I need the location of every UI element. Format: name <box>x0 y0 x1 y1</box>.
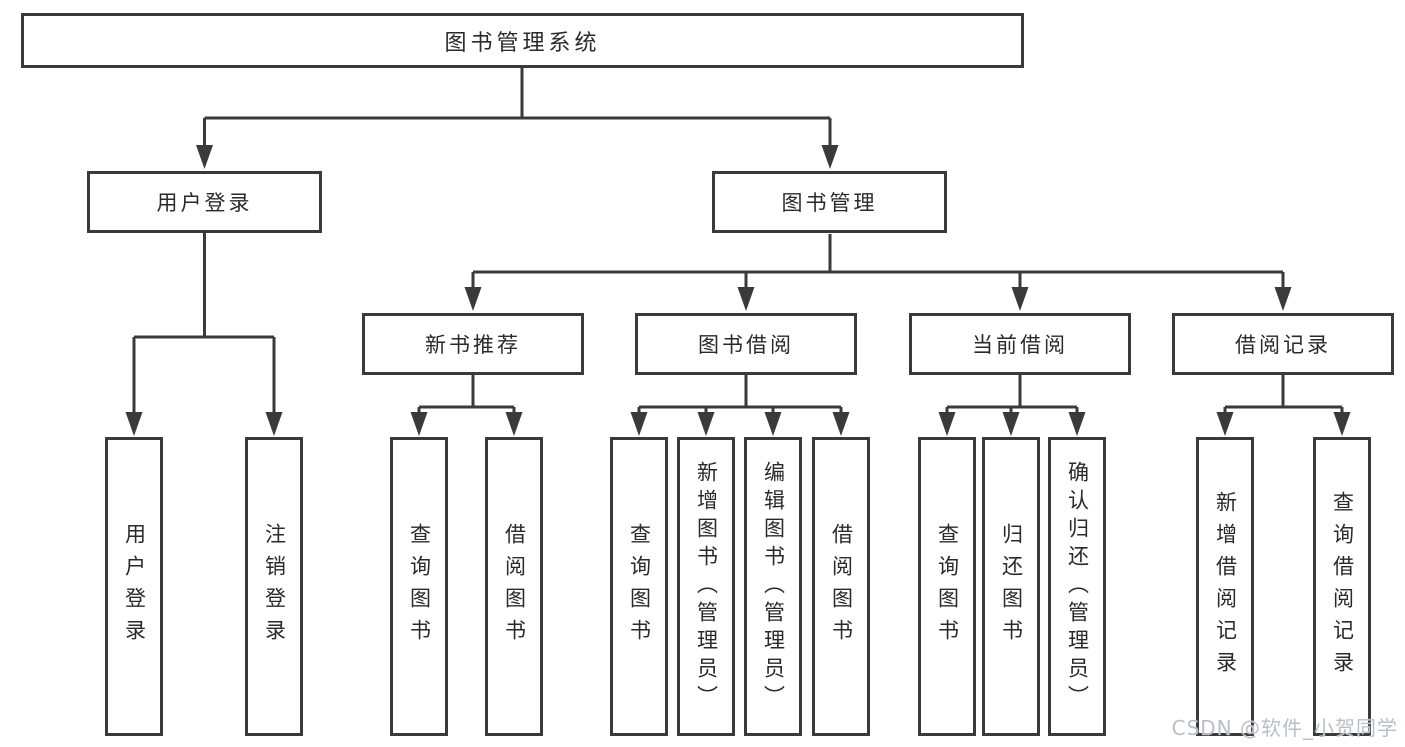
leaf-user-login-label: 用户登录 <box>122 522 147 651</box>
leaf-nb-borrow-book: 借阅图书 <box>485 437 543 736</box>
connector-user-login-branch <box>125 233 283 436</box>
node-user-login-label: 用户登录 <box>156 191 253 215</box>
leaf-cb-confirm-return-label: 确认归还（管理员） <box>1065 460 1090 713</box>
leaf-cb-query-book: 查询图书 <box>918 437 976 736</box>
node-borrow-records: 借阅记录 <box>1172 313 1394 375</box>
leaf-cb-return-book: 归还图书 <box>982 437 1040 736</box>
node-book-borrow-label: 图书借阅 <box>698 333 794 357</box>
node-new-book-rec-label: 新书推荐 <box>425 333 521 357</box>
node-root: 图书管理系统 <box>21 13 1024 68</box>
leaf-logout: 注销登录 <box>245 437 303 736</box>
leaf-bb-query-book: 查询图书 <box>610 437 668 736</box>
leaf-br-add-record-label: 新增借阅记录 <box>1213 490 1238 683</box>
connector-borrow-records-branch <box>1216 375 1351 436</box>
connector-new-book-branch <box>410 375 523 436</box>
node-book-borrow: 图书借阅 <box>635 313 857 375</box>
leaf-bb-borrow-book-label: 借阅图书 <box>829 522 854 651</box>
leaf-cb-query-book-label: 查询图书 <box>935 522 960 651</box>
leaf-bb-edit-book: 编辑图书（管理员） <box>744 437 802 736</box>
connector-book-borrow-branch <box>630 375 850 436</box>
node-current-borrow: 当前借阅 <box>909 313 1131 375</box>
leaf-nb-query-book-label: 查询图书 <box>407 522 432 651</box>
node-root-label: 图书管理系统 <box>444 30 601 56</box>
node-borrow-records-label: 借阅记录 <box>1235 333 1331 357</box>
connector-current-borrow-branch <box>938 375 1086 436</box>
leaf-bb-query-book-label: 查询图书 <box>627 522 652 651</box>
leaf-bb-edit-book-label: 编辑图书（管理员） <box>761 460 786 713</box>
leaf-user-login: 用户登录 <box>105 437 163 736</box>
leaf-nb-query-book: 查询图书 <box>390 437 448 736</box>
node-book-mgmt-label: 图书管理 <box>781 191 878 215</box>
node-user-login: 用户登录 <box>87 171 322 233</box>
leaf-br-query-record: 查询借阅记录 <box>1313 437 1371 736</box>
leaf-br-query-record-label: 查询借阅记录 <box>1330 490 1355 683</box>
node-new-book-rec: 新书推荐 <box>362 313 584 375</box>
leaf-nb-borrow-book-label: 借阅图书 <box>502 522 527 651</box>
leaf-br-add-record: 新增借阅记录 <box>1196 437 1254 736</box>
csdn-watermark: CSDN @软件_小贺同学 <box>1171 716 1398 740</box>
leaf-cb-confirm-return: 确认归还（管理员） <box>1048 437 1106 736</box>
connector-book-mgmt-to-level2 <box>464 234 1292 311</box>
leaf-bb-add-book-label: 新增图书（管理员） <box>694 460 719 713</box>
leaf-logout-label: 注销登录 <box>262 522 287 651</box>
node-current-borrow-label: 当前借阅 <box>972 333 1068 357</box>
connector-root-to-level1 <box>196 68 839 169</box>
leaf-bb-borrow-book: 借阅图书 <box>812 437 870 736</box>
node-book-mgmt: 图书管理 <box>712 171 947 233</box>
leaf-bb-add-book: 新增图书（管理员） <box>677 437 735 736</box>
leaf-cb-return-book-label: 归还图书 <box>999 522 1024 651</box>
